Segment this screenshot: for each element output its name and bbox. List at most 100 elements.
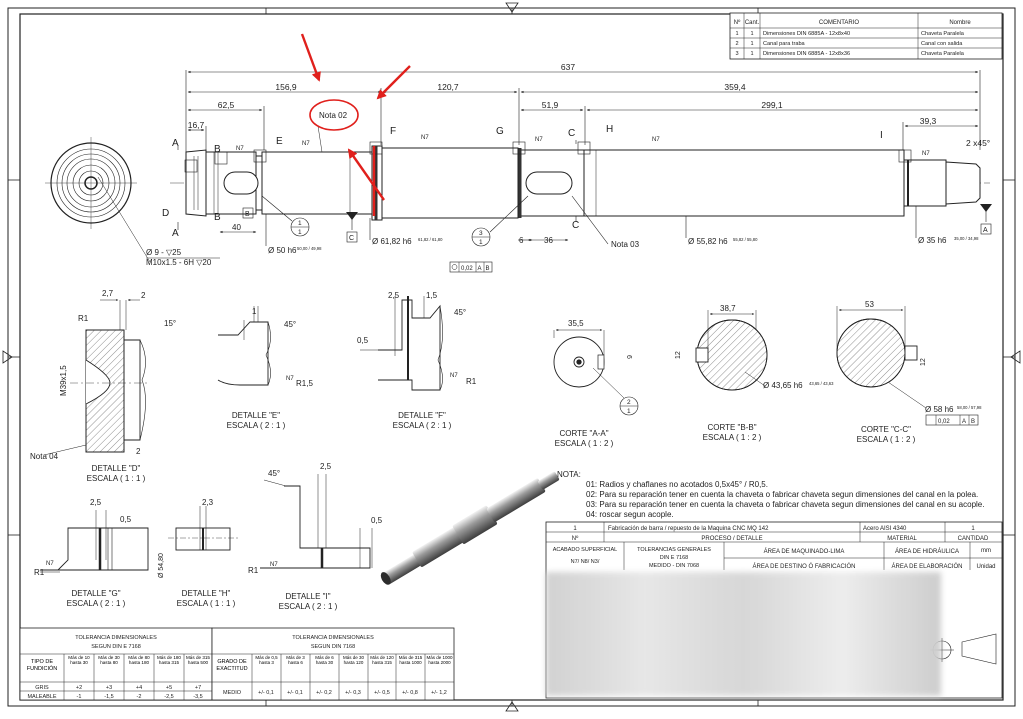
angle: 45° (284, 320, 296, 329)
diameter-callouts: 40 Ø 50 h6 Ø 61,82 h6 6 36 Ø 55,82 h6 Ø … (232, 223, 947, 255)
dim: 12 (920, 358, 927, 366)
nota04-label: Nota 04 (30, 452, 59, 461)
detail-i-labels: 45° 2,5 0,5 R1 N7 DETALLE "I" ESCALA ( 2… (248, 462, 383, 611)
red-highlight-ellipse (309, 99, 359, 131)
parts-header-num: Nº (734, 19, 741, 26)
dim: 38,7 (720, 304, 736, 313)
balloon-1-sub: 1 (298, 229, 302, 236)
tolerance-table-left: TOLERANCIA DIMENSIONALES SEGUN DIN E 716… (19, 627, 213, 701)
view-letters: A A B B D E F G C C H I (162, 124, 883, 239)
balloon-2: 2 (627, 399, 631, 406)
dim-dia9: Ø 9 - ▽25 (146, 248, 182, 257)
tb-h-num: Nº (572, 535, 579, 542)
section-letter: A (172, 228, 179, 239)
detail-f-labels: 2,5 1,5 45° 0,5 R1 N7 DETALLE "F" ESCALA… (357, 291, 477, 430)
parts-cell: Chaveta Paralela (921, 51, 965, 57)
section-letter: B (214, 212, 221, 223)
parts-cell: Canal para traba (763, 41, 806, 47)
dim: 0,5 (120, 515, 132, 524)
notes-block: NOTA: 01: Radios y chaflanes no acotados… (557, 470, 984, 519)
tb-area4: ÁREA DE ELABORACIÓN (891, 563, 962, 570)
main-shaft (185, 145, 981, 221)
dim: 2 (136, 447, 141, 456)
surface-finish: N7 (286, 376, 294, 382)
radius: R1 (466, 377, 477, 386)
note-item: 04: roscar segun acople. (586, 510, 674, 519)
tol-right-title2: SEGUN DIN 7168 (311, 644, 355, 650)
tol-left-row: GRIS (35, 685, 49, 691)
parts-cell: 1 (750, 41, 753, 47)
detail-title: DETALLE "H" (182, 589, 231, 598)
detail-letter: G (496, 126, 504, 137)
note-item: 02: Para su reparación tener en cuenta l… (586, 490, 978, 499)
parts-header-comment: COMENTARIO (819, 20, 860, 26)
balloon-3-sub: 1 (479, 239, 483, 246)
datum-triangle (980, 204, 992, 212)
tol-left-val: +2 (76, 685, 82, 691)
detail-i (260, 474, 373, 569)
dim-dia35: Ø 35 h6 (918, 236, 947, 245)
angle: 45° (268, 469, 280, 478)
detail-d-labels: 2,7 2 R1 15° 2 Nota 04 DETALLE "D" ESCAL… (30, 289, 176, 483)
red-arrows (300, 33, 411, 201)
tol-left-col: Más de 30 hasta 80 (98, 655, 120, 665)
detail-title: DETALLE "E" (232, 411, 280, 420)
dim-36: 36 (544, 236, 553, 245)
tolerance-values: 50,00 / 49,98 61,82 / 61,80 55,82 / 55,8… (297, 236, 979, 251)
dim-dia50: Ø 50 h6 (268, 246, 297, 255)
tol-frame-value: 0,02 (938, 419, 950, 425)
angle: 45° (454, 308, 466, 317)
tol-right-col: Más de 30 hasta 120 (342, 655, 364, 665)
tol-left-val: -1 (77, 694, 82, 700)
dim-299: 299,1 (761, 100, 783, 110)
tol-right-col: Más de 120 hasta 315 (370, 655, 394, 665)
parts-cell: Dimensiones DIN 6885A - 12x8x36 (763, 51, 850, 57)
tol-left-h0: TIPO DE FUNDICIÓN (26, 659, 58, 672)
dim: 0,5 (371, 516, 383, 525)
tol-right-val: +/- 0,1 (287, 690, 303, 696)
section-c-c-labels: 53 12 Ø 58 h6 58,00 / 57,98 0,02 A B COR… (857, 300, 982, 444)
detail-letter: D (162, 208, 169, 219)
detail-h (168, 506, 238, 551)
dim-chamfer: 2 x45° (966, 138, 990, 148)
section-letter: A (172, 138, 179, 149)
section-title: CORTE "A-A" (559, 429, 608, 438)
tol-dia50: 50,00 / 49,98 (297, 246, 322, 251)
nota03-label: Nota 03 (611, 240, 640, 249)
tol-right-val: +/- 0,2 (316, 690, 332, 696)
tol-right-val: +/- 1,2 (431, 690, 447, 696)
datum-boxes: C A B (242, 207, 992, 243)
dim: 0,5 (357, 336, 369, 345)
tol-dia61: 61,82 / 61,80 (418, 237, 443, 242)
dim: 1,5 (426, 291, 438, 300)
tol-left-val: +3 (106, 685, 112, 691)
parts-cell: 3 (735, 51, 738, 57)
radius: R1 (78, 314, 89, 323)
notes-title: NOTA: (557, 470, 581, 479)
balloon-3: 3 (479, 230, 483, 237)
dim-dia: Ø 43,65 h6 (763, 381, 803, 390)
tb-unit-lbl: Unidad (976, 564, 995, 570)
dim-dia: Ø 54,80 (158, 553, 165, 578)
dim: 2,5 (388, 291, 400, 300)
detail-letter: I (880, 130, 883, 141)
tb-area3: ÁREA DE HIDRÁULICA (895, 548, 959, 555)
section-letter: C (568, 128, 575, 139)
tol-frame-datum: A (962, 419, 966, 425)
surface-finish: N7 (46, 561, 54, 567)
detail-title: DETALLE "F" (398, 411, 446, 420)
tol-right-col: Más de 0,5 hasta 3 (255, 655, 278, 665)
detail-scale: ESCALA ( 2 : 1 ) (393, 421, 452, 430)
angle: 15° (164, 319, 176, 328)
parts-cell: Chaveta Paralela (921, 31, 965, 37)
dim: 2,7 (102, 289, 114, 298)
detail-circles (177, 140, 912, 230)
parts-cell: 1 (750, 51, 753, 57)
tol-left-val: +7 (195, 685, 201, 691)
surface-finish: N7 (450, 373, 458, 379)
parts-cell: 1 (735, 31, 738, 37)
tb-medido: MEDIDO - DIN 7068 (649, 563, 699, 569)
dim-120: 120,7 (437, 82, 459, 92)
tol-right-row: MEDIO (223, 690, 242, 696)
